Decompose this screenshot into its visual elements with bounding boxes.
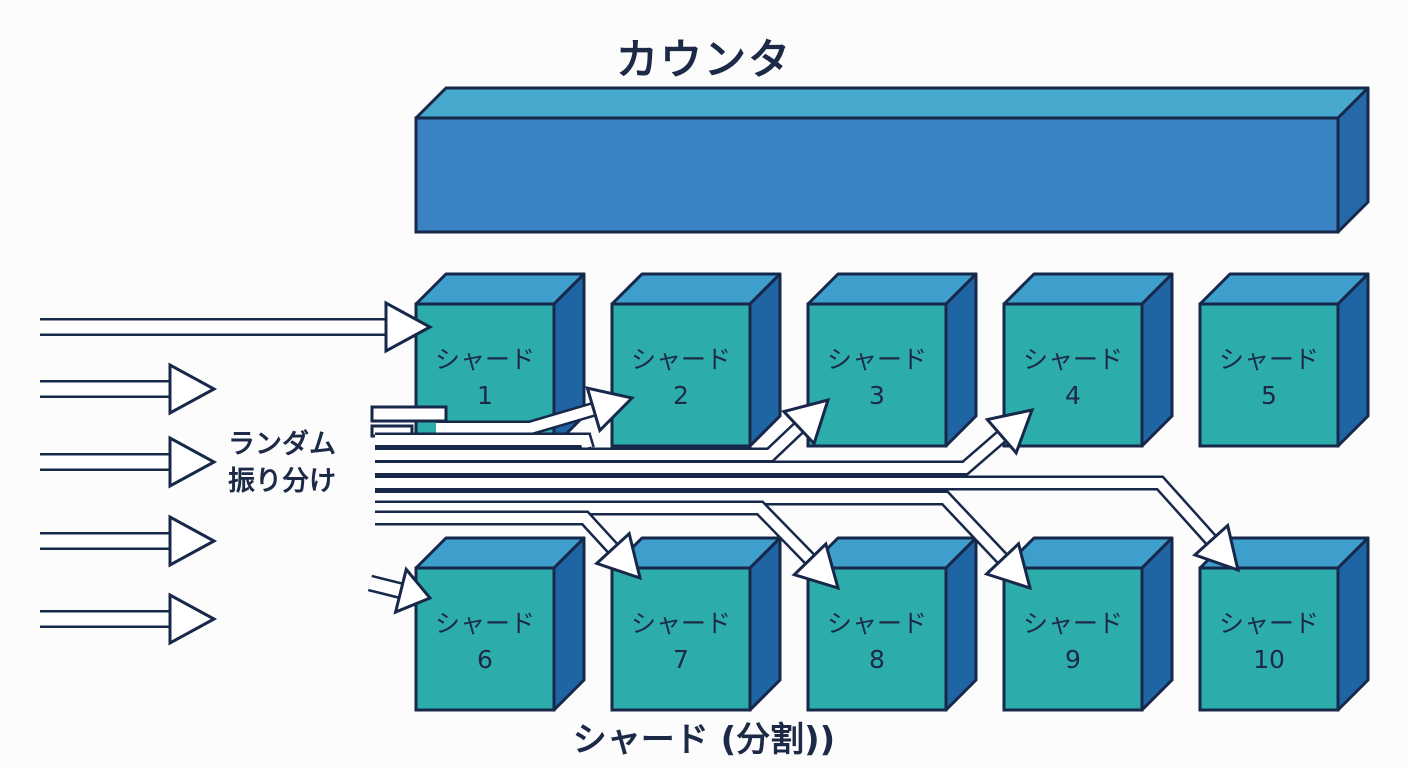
shard-3-box [806, 302, 948, 448]
shard-10-box [1198, 566, 1340, 712]
shard-1-label: シャード 1 [415, 342, 555, 414]
shard-5-side [1336, 272, 1370, 448]
route-arrow-to-shard-3 [375, 397, 831, 463]
route-arrow-to-shard-9 [375, 490, 1033, 591]
route-arrow-to-shard-2 [436, 386, 635, 436]
shard-4-label: シャード 4 [1003, 342, 1143, 414]
shard-2-box [610, 302, 752, 448]
shard-10-number: 10 [1253, 645, 1285, 674]
shard-3-name: シャード [826, 345, 927, 374]
counter-title: カウンタ [615, 35, 792, 84]
shard-5-label: シャード 5 [1199, 342, 1339, 414]
shard-6-box [414, 566, 556, 712]
counter-bar [414, 116, 1340, 234]
input-arrow-to-shard-1 [40, 300, 434, 354]
input-arrow-4 [40, 514, 218, 568]
shard-3-label: シャード 3 [807, 342, 947, 414]
shard-9-box [1002, 566, 1144, 712]
shard-2-label: シャード 2 [611, 342, 751, 414]
shard-9-label: シャード 9 [1003, 606, 1143, 678]
input-arrow-5 [40, 592, 218, 646]
shard-7-name: シャード [630, 609, 731, 638]
shard-4-side [1140, 272, 1174, 448]
input-arrow-2 [40, 362, 218, 416]
shards-caption: シャード (分割)) [572, 720, 836, 760]
route-arrow-to-shard-10 [375, 475, 1241, 573]
route-arrow-to-shard-4 [375, 407, 1035, 476]
shard-9-side [1140, 536, 1174, 712]
counter-bar-top [414, 86, 1370, 120]
route-arrow-to-shard-7 [375, 510, 643, 581]
shard-6-side [552, 536, 586, 712]
shard-6-name: シャード [434, 609, 535, 638]
shard-9-name: シャード [1022, 609, 1123, 638]
route-arrow-to-shard-8 [375, 500, 841, 591]
shard-1-name: シャード [434, 345, 535, 374]
shard-2-name: シャード [630, 345, 731, 374]
shard-4-number: 4 [1065, 381, 1081, 410]
shard-10-name: シャード [1218, 609, 1319, 638]
shard-7-number: 7 [673, 645, 689, 674]
shard-2-number: 2 [673, 381, 689, 410]
shard-8-label: シャード 8 [807, 606, 947, 678]
shard-7-side [748, 536, 782, 712]
shard-5-number: 5 [1261, 381, 1277, 410]
shard-6-label: シャード 6 [415, 606, 555, 678]
shard-8-number: 8 [869, 645, 885, 674]
shard-6-number: 6 [477, 645, 493, 674]
random-dispatch-label-line2: 振り分け [228, 466, 336, 497]
shard-8-box [806, 566, 948, 712]
shard-2-side [748, 272, 782, 448]
random-dispatch-label: ランダム 振り分け [228, 426, 336, 500]
shard-1-number: 1 [477, 381, 493, 410]
shard-8-name: シャード [826, 609, 927, 638]
shard-7-label: シャード 7 [611, 606, 751, 678]
random-dispatch-label-line1: ランダム [228, 429, 336, 460]
shard-4-name: シャード [1022, 345, 1123, 374]
shard-8-side [944, 536, 978, 712]
shard-9-number: 9 [1065, 645, 1081, 674]
shard-10-side [1336, 536, 1370, 712]
shard-5-name: シャード [1218, 345, 1319, 374]
shard-3-side [944, 272, 978, 448]
input-arrow-3 [40, 435, 218, 489]
dispatcher-bar-top [370, 405, 448, 423]
shard-5-box [1198, 302, 1340, 448]
input-arrow-to-shard-6 [367, 566, 433, 615]
shard-10-label: シャード 10 [1199, 606, 1339, 678]
shard-3-number: 3 [869, 381, 885, 410]
shard-7-box [610, 566, 752, 712]
